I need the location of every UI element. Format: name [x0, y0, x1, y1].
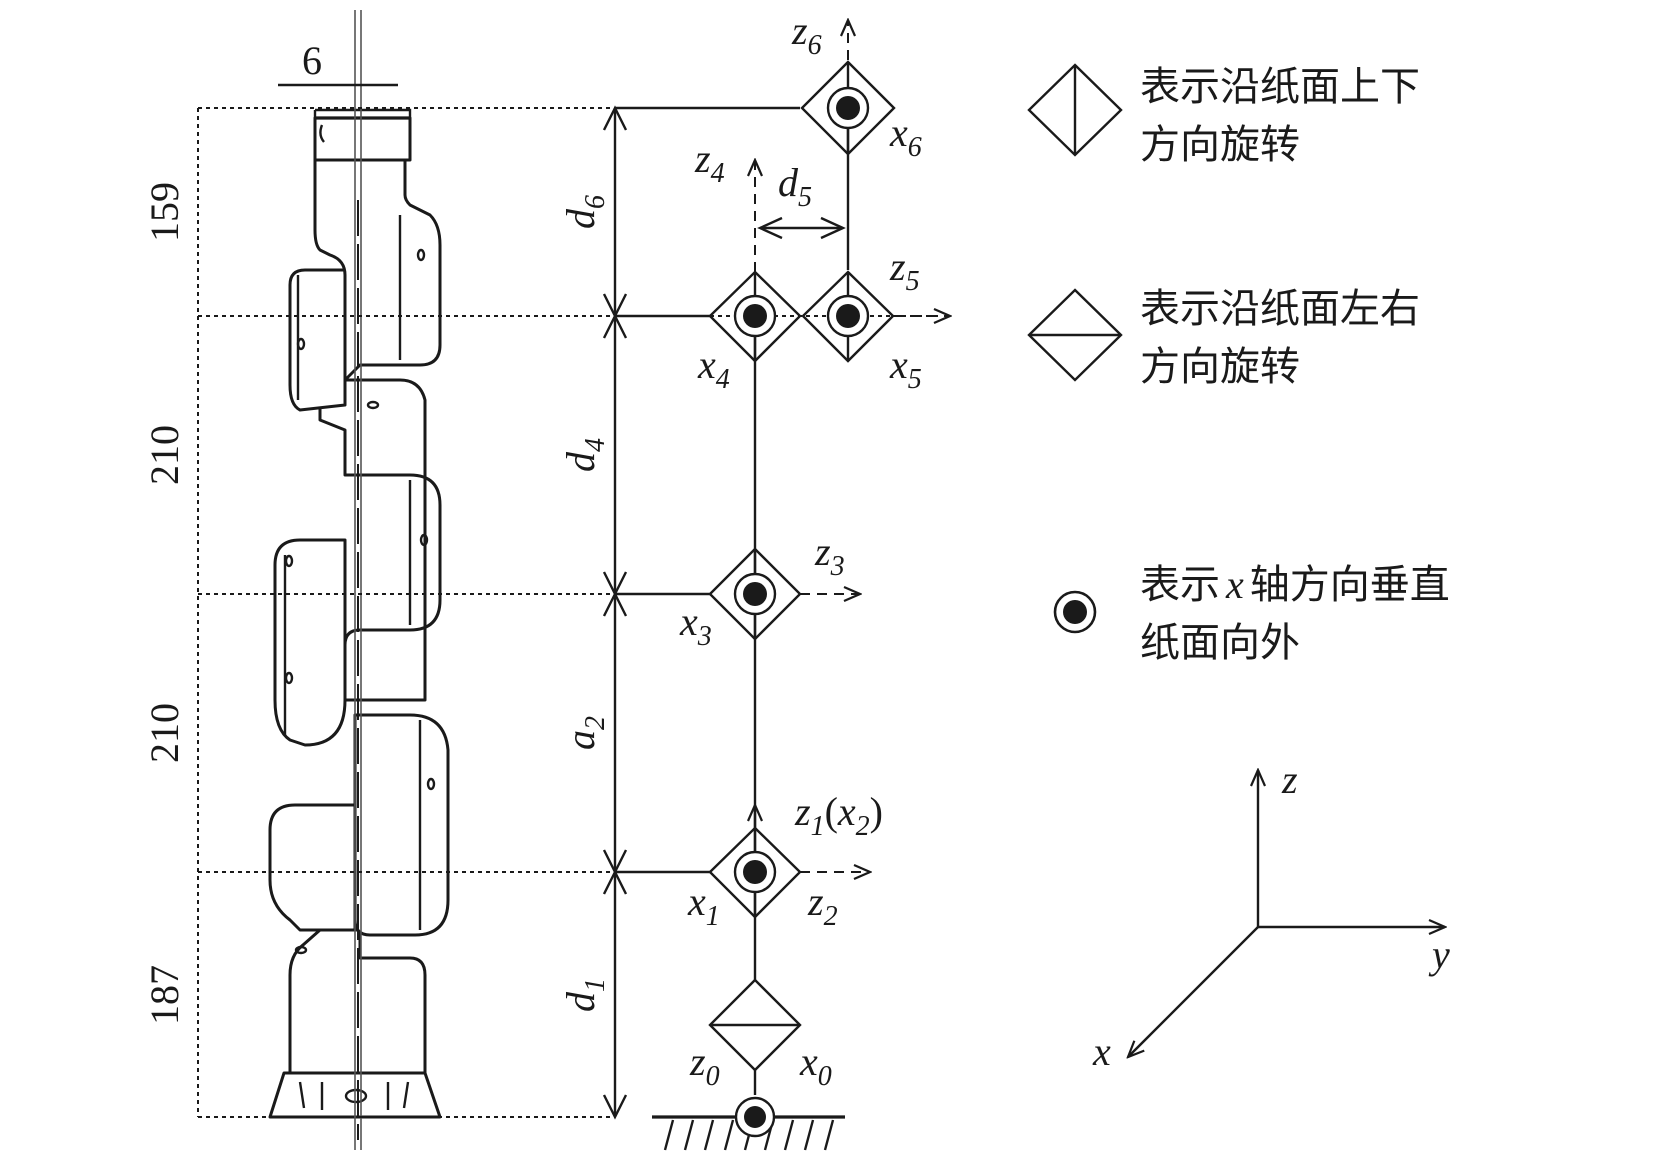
- dim-187-label: 187: [142, 965, 187, 1025]
- dh-dimension-arrow: [602, 105, 800, 1120]
- axis-z3-label: z3: [814, 529, 845, 582]
- joint-5-updown: [801, 270, 895, 363]
- joint-3-updown: [708, 547, 802, 641]
- robot-link-5: [313, 153, 442, 382]
- robot-joint-3: [273, 538, 347, 747]
- world-axis-x-label: x: [1092, 1029, 1111, 1074]
- dim-210-upper-label: 210: [142, 425, 187, 485]
- axis-x3-label: x3: [679, 599, 712, 652]
- world-axes: [1128, 770, 1445, 1057]
- axis-x4-label: x4: [697, 342, 730, 395]
- axis-z0-label: z0: [689, 1039, 720, 1092]
- param-d1-label: d1: [558, 978, 611, 1012]
- legend-updown-line1: 表示沿纸面上下: [1140, 64, 1420, 110]
- joint-4-updown: [708, 270, 802, 363]
- world-axis-z-label: z: [1281, 757, 1298, 802]
- legend-updown-symbol: [1027, 63, 1123, 157]
- param-d6-label: d6: [558, 195, 611, 229]
- robot-link-2: [353, 713, 450, 937]
- axis-z5-label: z5: [889, 244, 920, 297]
- dim-159-label: 159: [142, 182, 187, 242]
- axis-x6-label: x6: [889, 110, 922, 163]
- legend-dot-line2: 纸面向外: [1140, 620, 1300, 666]
- dim-210-lower-label: 210: [142, 703, 187, 763]
- robot-flange: [313, 116, 412, 162]
- axis-z2-label: z2: [807, 879, 838, 932]
- robot-joint-2: [268, 803, 357, 932]
- top-offset-label: 6: [302, 38, 322, 83]
- legend-leftright-line1: 表示沿纸面左右: [1140, 286, 1420, 332]
- param-a2-label: a2: [558, 716, 611, 750]
- legend-dot-symbol: [1053, 590, 1097, 634]
- joint-6-updown: [800, 60, 896, 156]
- legend-leftright-symbol: [1027, 288, 1123, 382]
- param-d4-label: d4: [558, 438, 611, 472]
- axis-z4-label: z4: [694, 136, 725, 189]
- axis-x5-label: x5: [889, 342, 922, 395]
- base-frame-dot: [734, 1096, 776, 1138]
- world-axis-y-label: y: [1428, 932, 1450, 977]
- robot-link-3: [318, 378, 442, 702]
- robot-joint-4: [288, 268, 347, 412]
- legend-leftright-line2: 方向旋转: [1140, 344, 1300, 390]
- axis-x1-label: x1: [687, 879, 720, 932]
- dimension-lines: [197, 83, 940, 1118]
- param-d5-label: d5: [778, 160, 812, 213]
- axis-x0-label: x0: [799, 1039, 832, 1092]
- joint-2-updown: [708, 826, 802, 919]
- axis-z6-label: z6: [791, 8, 822, 61]
- robot-arm-drawing: [268, 10, 450, 1150]
- joint-1-leftright: [708, 978, 802, 1072]
- legend-updown-line2: 方向旋转: [1140, 122, 1300, 168]
- axis-z1-x2-label: z1(x2): [794, 789, 883, 842]
